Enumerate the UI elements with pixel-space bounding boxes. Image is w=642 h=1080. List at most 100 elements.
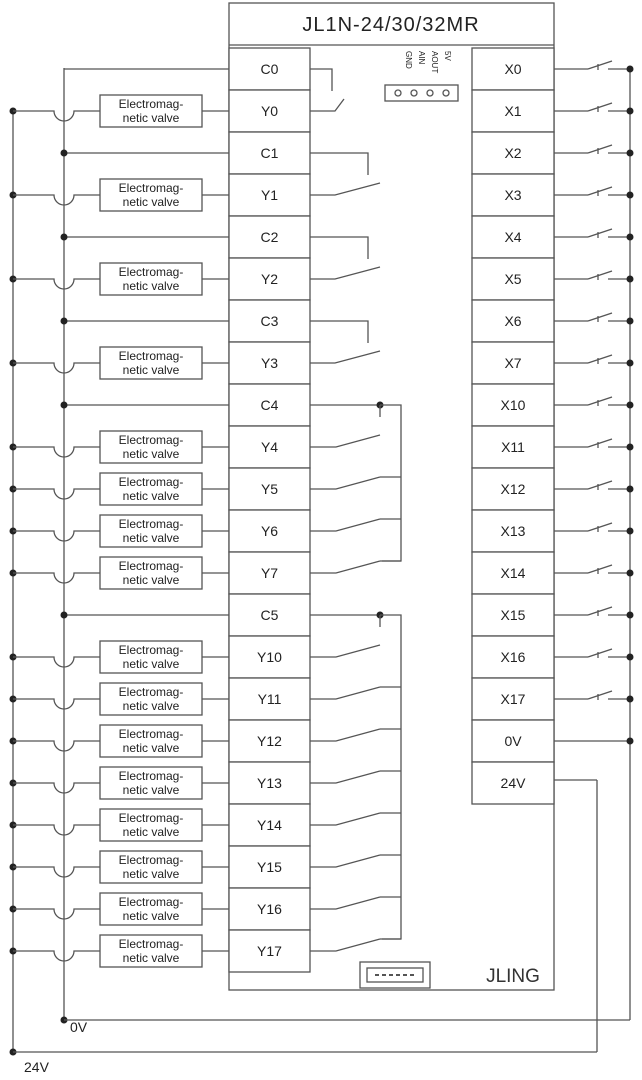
input-switch-contact xyxy=(587,354,613,364)
valve-label-line-1: Electromag- xyxy=(119,181,184,195)
input-switch-contact xyxy=(587,186,613,196)
valve-feed-wire xyxy=(13,782,100,794)
terminal-label-x11: X11 xyxy=(501,439,525,455)
relay-contact xyxy=(310,98,345,112)
valve-feed-wire xyxy=(13,110,100,122)
input-switch-contact xyxy=(587,60,613,70)
relay-contact xyxy=(310,812,381,826)
terminal-24v xyxy=(471,761,555,805)
input-switch-contact xyxy=(587,312,613,322)
junction-dot xyxy=(626,611,634,619)
valve-label-line-2: netic valve xyxy=(123,699,180,713)
terminal-label-x2: X2 xyxy=(504,145,521,161)
terminal-label-x4: X4 xyxy=(504,229,521,245)
pin-label-aout: AOUT xyxy=(430,51,439,73)
junction-dot xyxy=(60,401,68,409)
pin-label-5v: 5V xyxy=(443,51,452,61)
terminal-y1 xyxy=(228,173,311,217)
valve-label-line-1: Electromag- xyxy=(119,685,184,699)
terminal-label-x1: X1 xyxy=(504,103,521,119)
input-switch-contact xyxy=(587,648,613,658)
terminal-label-x5: X5 xyxy=(504,271,521,287)
terminal-label-c3: C3 xyxy=(261,313,279,329)
terminal-y4 xyxy=(228,425,311,469)
terminal-x10 xyxy=(471,383,555,427)
input-switch-contact xyxy=(587,102,613,112)
relay-contact xyxy=(310,434,381,448)
terminal-x11 xyxy=(471,425,555,469)
input-switch-contact xyxy=(587,690,613,700)
input-switch-contact xyxy=(587,480,613,490)
junction-dot xyxy=(626,401,634,409)
valve-feed-wire xyxy=(13,908,100,920)
analog-pin-hole xyxy=(410,89,418,97)
input-switch-contact xyxy=(587,606,613,616)
terminal-label-y13: Y13 xyxy=(257,775,282,791)
junction-dot xyxy=(626,275,634,283)
input-switch-contact xyxy=(587,522,613,532)
terminal-y0 xyxy=(228,89,311,133)
analog-connector-body xyxy=(384,84,459,102)
terminal-y3 xyxy=(228,341,311,385)
electromagnetic-valve xyxy=(99,724,203,758)
valve-feed-wire xyxy=(13,698,100,710)
valve-label-line-2: netic valve xyxy=(123,573,180,587)
analog-connector: 5V AOUT AIN GND xyxy=(384,51,459,102)
relay-contact xyxy=(310,266,381,280)
valve-label-line-2: netic valve xyxy=(123,909,180,923)
terminal-c3 xyxy=(228,299,311,343)
valve-feed-wire xyxy=(13,824,100,836)
electromagnetic-valve xyxy=(99,892,203,926)
valve-label-line-2: netic valve xyxy=(123,489,180,503)
junction-dot xyxy=(626,191,634,199)
terminal-label-y16: Y16 xyxy=(257,901,282,917)
relay-contact xyxy=(310,350,381,364)
junction-dot xyxy=(626,317,634,325)
input-switch-contact xyxy=(587,396,613,406)
terminal-label-x7: X7 xyxy=(504,355,521,371)
electromagnetic-valve xyxy=(99,178,203,212)
terminal-c0 xyxy=(228,47,311,91)
terminal-label-0v: 0V xyxy=(504,733,522,749)
junction-dot xyxy=(626,527,634,535)
relay-common-wire xyxy=(310,68,333,91)
terminal-x1 xyxy=(471,89,555,133)
terminal-label-24v: 24V xyxy=(501,775,527,791)
input-terminal-block: X0X1X2X3X4X5X6X7X10X11X12X13X14X15X16X17… xyxy=(471,47,634,805)
valve-label-line-1: Electromag- xyxy=(119,895,184,909)
terminal-label-y14: Y14 xyxy=(257,817,282,833)
terminal-label-c0: C0 xyxy=(261,61,279,77)
terminal-label-y7: Y7 xyxy=(261,565,278,581)
input-switch-contact xyxy=(587,438,613,448)
valve-label-line-1: Electromag- xyxy=(119,349,184,363)
terminal-c5 xyxy=(228,593,311,637)
terminal-0v xyxy=(471,719,555,763)
terminal-label-y0: Y0 xyxy=(261,103,278,119)
terminal-x16 xyxy=(471,635,555,679)
input-switch-contact xyxy=(587,228,613,238)
junction-dot xyxy=(60,149,68,157)
terminal-label-y2: Y2 xyxy=(261,271,278,287)
terminal-label-x0: X0 xyxy=(504,61,521,77)
relay-contact xyxy=(310,938,381,952)
junction-dot xyxy=(626,233,634,241)
terminal-label-x16: X16 xyxy=(501,649,526,665)
valve-feed-wire xyxy=(13,278,100,290)
terminal-label-y5: Y5 xyxy=(261,481,278,497)
junction-dot xyxy=(626,485,634,493)
valve-label-line-1: Electromag- xyxy=(119,811,184,825)
terminal-x12 xyxy=(471,467,555,511)
valve-feed-wire xyxy=(13,866,100,878)
junction-dot xyxy=(626,653,634,661)
valve-label-line-2: netic valve xyxy=(123,951,180,965)
junction-dot xyxy=(626,65,634,73)
electromagnetic-valve xyxy=(99,682,203,716)
terminal-label-y12: Y12 xyxy=(257,733,282,749)
terminal-label-c4: C4 xyxy=(261,397,279,413)
valve-label-line-1: Electromag- xyxy=(119,475,184,489)
valve-feed-wire xyxy=(13,530,100,542)
terminal-x6 xyxy=(471,299,555,343)
terminal-label-x14: X14 xyxy=(501,565,526,581)
valve-label-line-2: netic valve xyxy=(123,783,180,797)
terminal-x13 xyxy=(471,509,555,553)
